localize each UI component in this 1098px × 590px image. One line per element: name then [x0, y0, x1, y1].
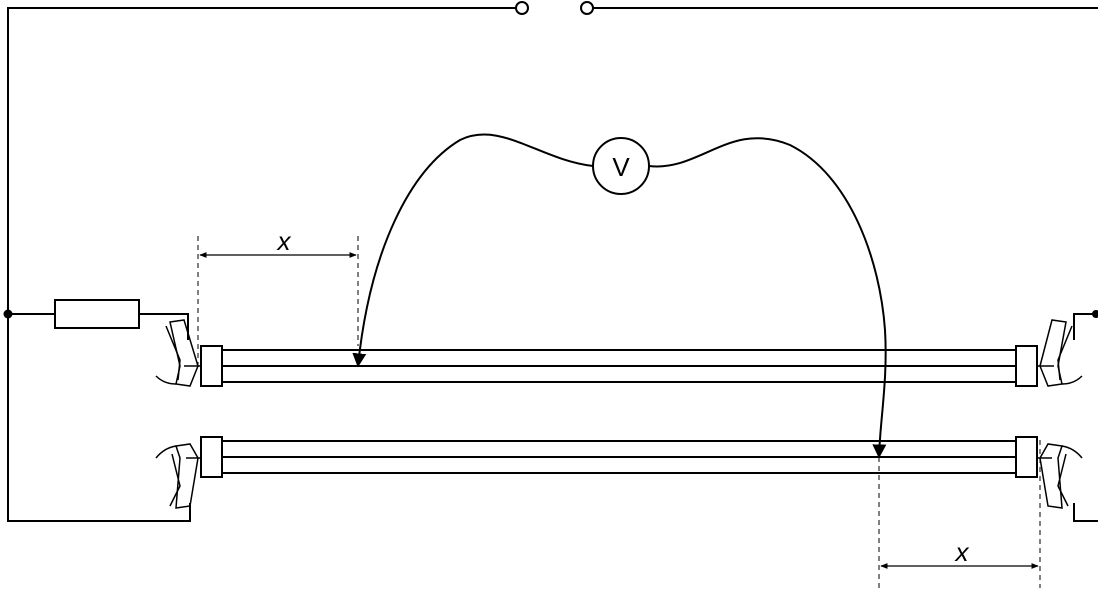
voltmeter-assembly: V [352, 133, 887, 459]
clip-bottom-left [155, 443, 201, 509]
resistor [54, 299, 140, 329]
lower-rod-right-cap [1015, 436, 1038, 478]
supply-terminal-left [515, 1, 529, 15]
voltmeter-label: V [612, 152, 630, 182]
right-side-wire-top [1073, 313, 1098, 340]
upper-rod-right-cap [1015, 345, 1038, 387]
lower-wire-rod [200, 436, 1038, 478]
top-dimension-label: x [276, 226, 292, 256]
upper-rod-left-cap [200, 345, 223, 387]
upper-wire-rod [200, 345, 1038, 387]
supply-terminal-right [580, 1, 594, 15]
left-supply-wire [7, 7, 517, 522]
power-supply-circuit [3, 1, 1098, 522]
bottom-dimension-label: x [954, 537, 970, 567]
clip-top-left [155, 319, 201, 387]
right-junction-node [1092, 310, 1098, 318]
clip-top-right [1037, 319, 1083, 387]
bottom-dimension: x [878, 440, 1041, 588]
right-probe-lead [648, 137, 887, 459]
clip-bottom-right [1037, 443, 1083, 509]
lower-rod-left-cap [200, 436, 223, 478]
voltmeter-icon [592, 137, 650, 195]
right-side-wire-bottom [1073, 503, 1098, 522]
top-dimension: x [197, 226, 359, 366]
left-probe-lead [352, 133, 594, 368]
